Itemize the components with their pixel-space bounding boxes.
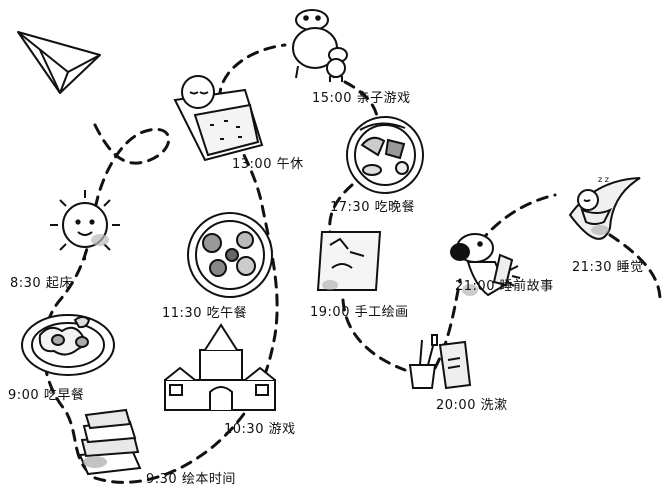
schedule-time: 21:00 [455, 279, 495, 294]
schedule-label-reading: 9:30 绘本时间 [146, 468, 236, 487]
schedule-activity: 吃晚餐 [374, 200, 416, 215]
snoopy-reading-icon [450, 233, 521, 297]
schedule-activity: 手工绘画 [354, 305, 409, 320]
schedule-time: 13:00 [232, 157, 272, 172]
timeline-path [42, 43, 662, 484]
schedule-time: 17:30 [330, 200, 370, 215]
pig-family-icon [292, 9, 348, 82]
food-bowl-icon [187, 212, 273, 298]
schedule-activity: 起床 [45, 276, 73, 291]
schedule-label-family: 15:00 亲子游戏 [312, 87, 411, 106]
svg-text:z z: z z [598, 175, 609, 184]
schedule-activity: 绘本时间 [181, 472, 236, 487]
schedule-activity: 午休 [276, 157, 304, 172]
schedule-time: 11:30 [162, 306, 202, 321]
schedule-activity: 吃午餐 [206, 306, 248, 321]
block-castle-icon [164, 323, 276, 411]
schedule-time: 9:30 [146, 472, 178, 487]
schedule-label-breakfast: 9:00 吃早餐 [8, 384, 84, 403]
toothbrush-cup-icon [408, 334, 472, 390]
fried-egg-plate-icon [21, 314, 115, 376]
schedule-time: 8:30 [10, 276, 42, 291]
schedule-activity: 睡觉 [616, 260, 644, 275]
schedule-time: 9:00 [8, 388, 40, 403]
schedule-label-play: 10:30 游戏 [224, 418, 296, 437]
schedule-time: 10:30 [224, 422, 264, 437]
sleeping-child-in-bed-icon [173, 75, 264, 162]
schedule-label-wash: 20:00 洗漱 [436, 394, 508, 413]
schedule-time: 19:00 [310, 305, 350, 320]
schedule-time: 21:30 [572, 260, 612, 275]
schedule-label-sleep: 21:30 睡觉 [572, 256, 644, 275]
baby-on-moon-icon: z z [568, 175, 641, 240]
schedule-activity: 亲子游戏 [356, 91, 411, 106]
schedule-activity: 睡前故事 [499, 279, 554, 294]
schedule-label-lunch: 11:30 吃午餐 [162, 302, 247, 321]
schedule-time: 15:00 [312, 91, 352, 106]
book-stack-icon [78, 408, 142, 476]
schedule-time: 20:00 [436, 398, 476, 413]
drawing-paper-icon [316, 231, 382, 291]
schedule-label-wake: 8:30 起床 [10, 272, 73, 291]
sun-icon [50, 190, 120, 260]
dinner-plate-icon [346, 116, 424, 194]
paper-plane-icon [17, 31, 101, 94]
schedule-label-craft: 19:00 手工绘画 [310, 301, 409, 320]
schedule-label-dinner: 17:30 吃晚餐 [330, 196, 415, 215]
schedule-activity: 游戏 [268, 422, 296, 437]
schedule-label-nap: 13:00 午休 [232, 153, 304, 172]
schedule-activity: 洗漱 [480, 398, 508, 413]
schedule-label-story: 21:00 睡前故事 [455, 275, 554, 294]
schedule-activity: 吃早餐 [43, 388, 85, 403]
